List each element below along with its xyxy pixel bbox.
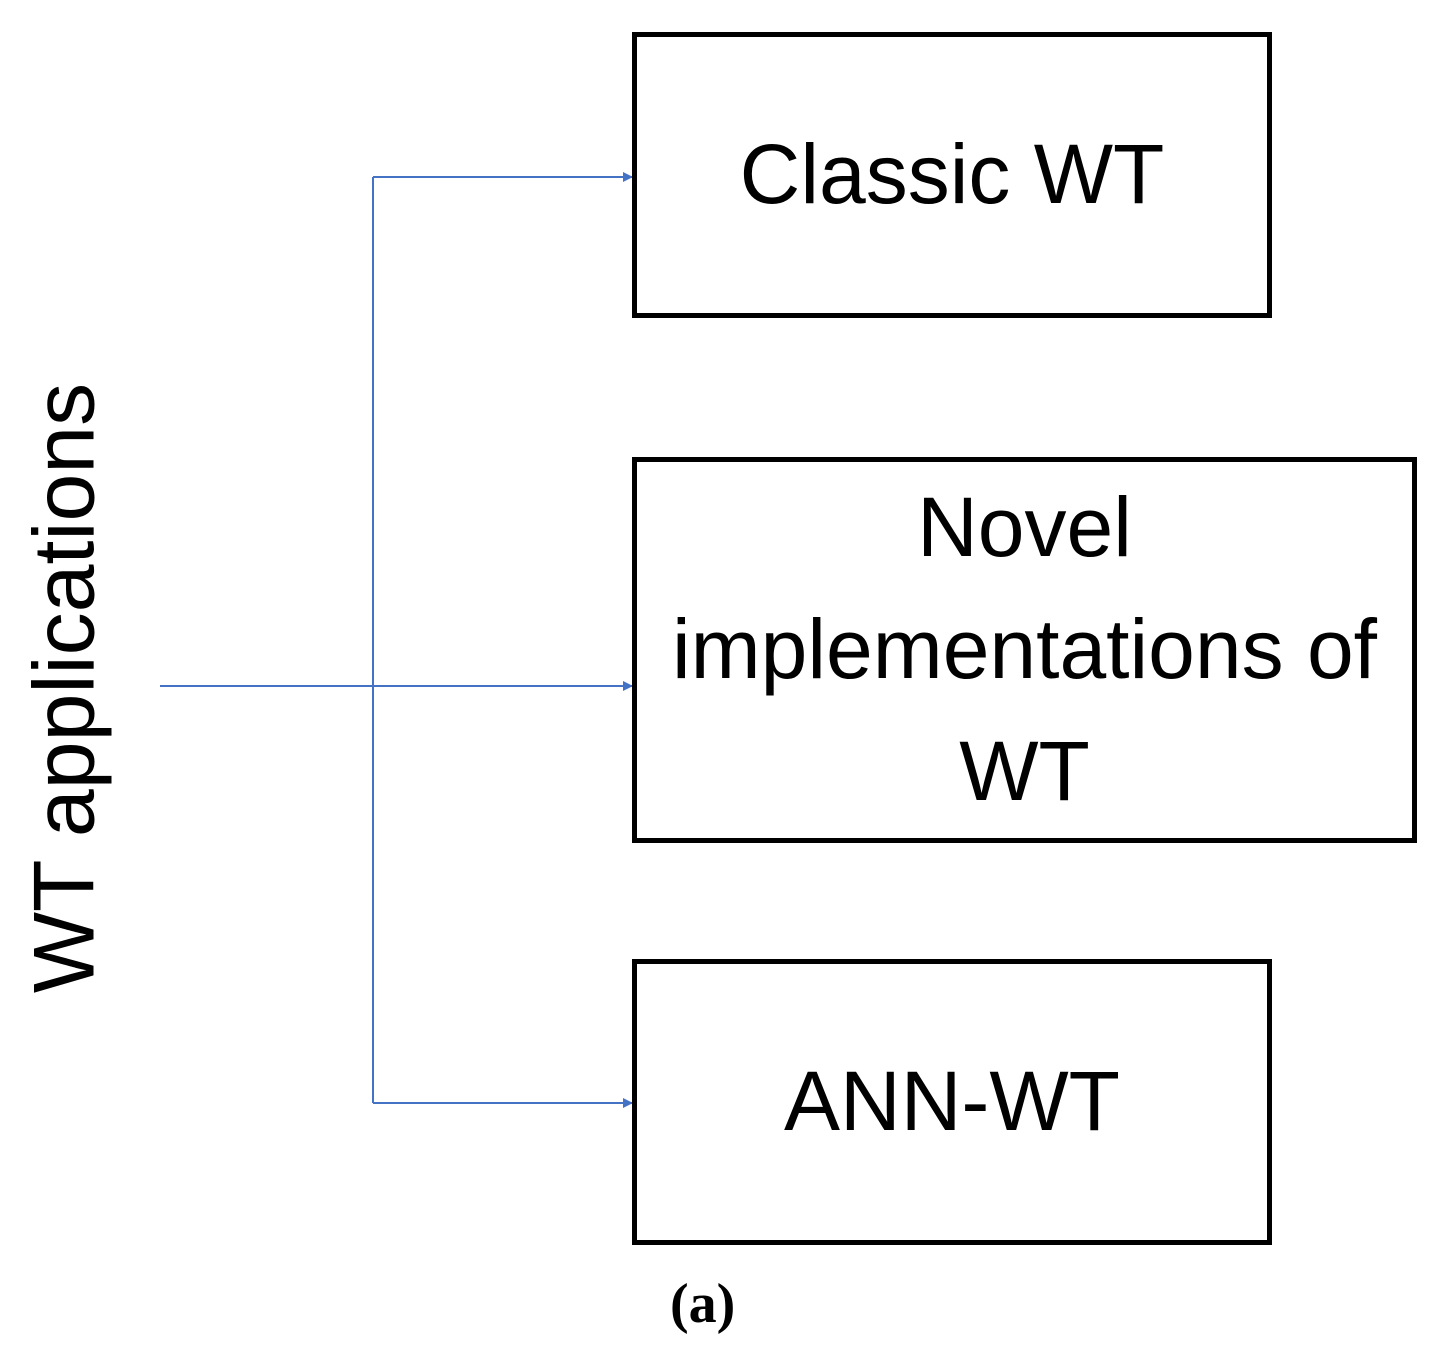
node-novel-implementations: Novel implementations of WT <box>632 457 1417 843</box>
node-ann-wt: ANN-WT <box>632 959 1272 1245</box>
root-label: WT applications <box>16 382 113 994</box>
node-label: ANN-WT <box>784 1054 1120 1149</box>
figure-caption: (a) <box>670 1273 736 1335</box>
node-classic-wt: Classic WT <box>632 32 1272 318</box>
node-label: Novel implementations of WT <box>671 480 1378 818</box>
node-label: Classic WT <box>739 127 1165 222</box>
